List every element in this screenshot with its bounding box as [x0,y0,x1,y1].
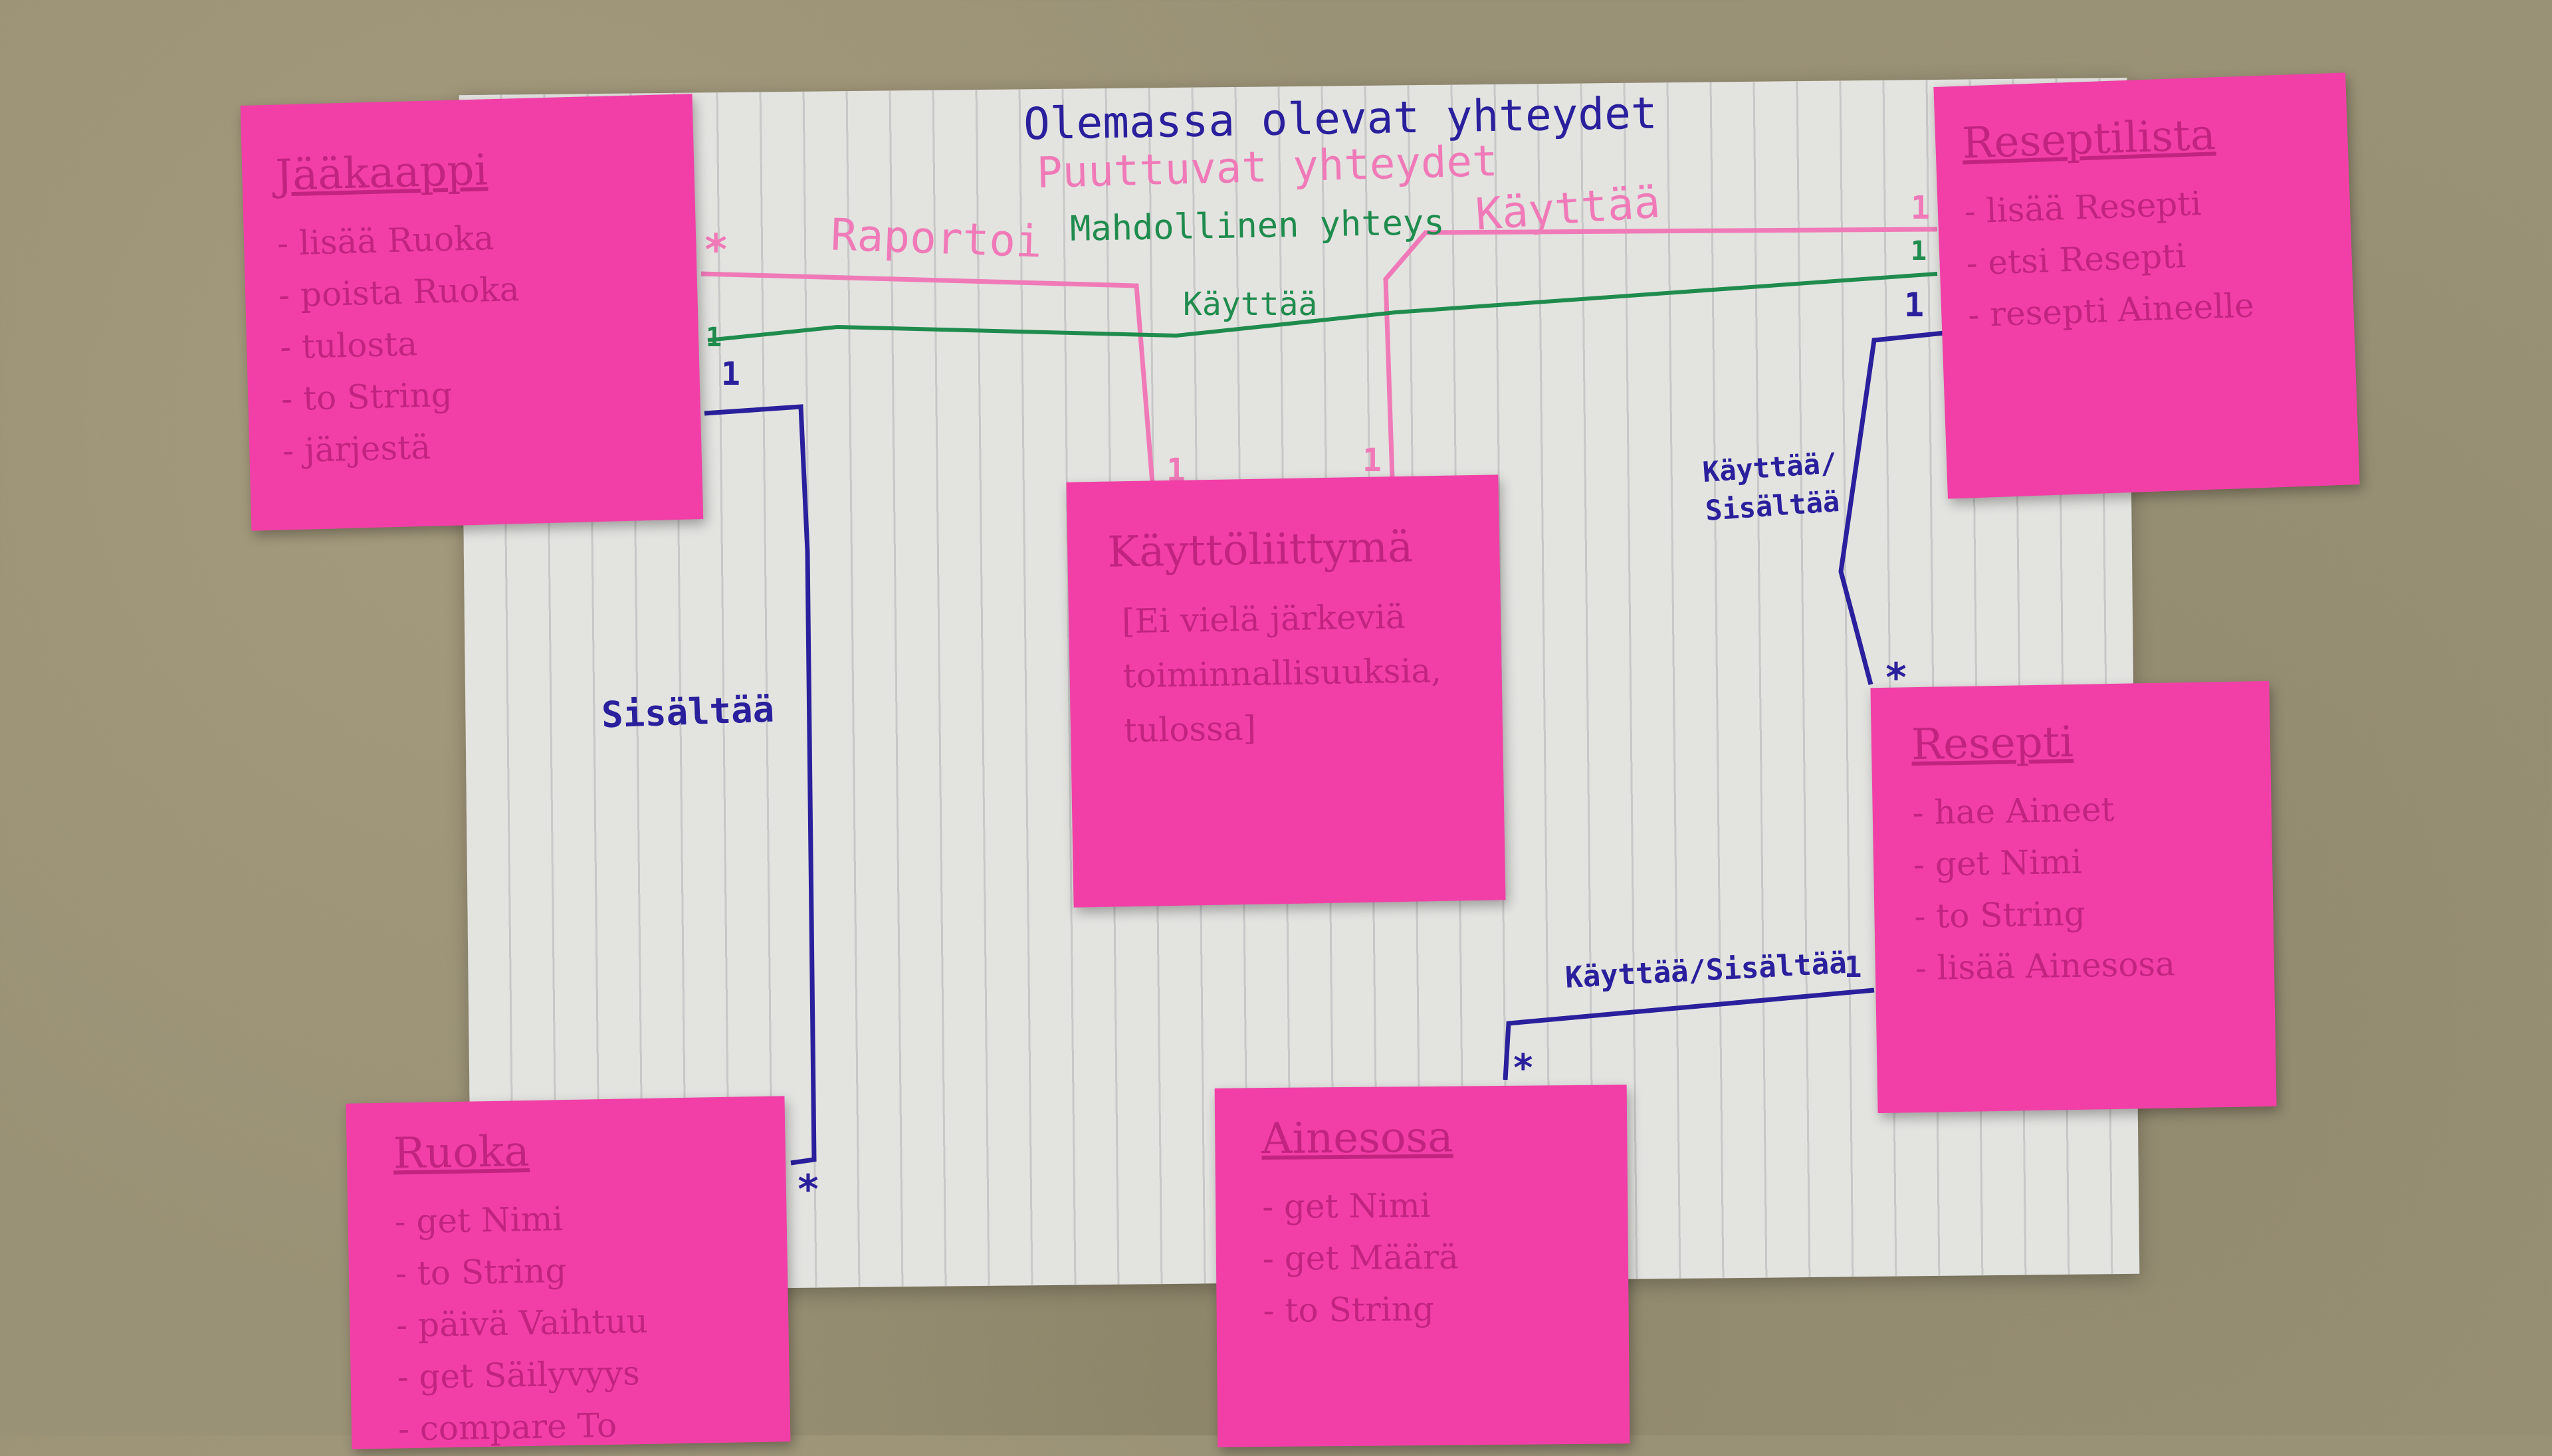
note-title: Käyttöliittymä [1107,522,1414,577]
note-text: [Ei vielä järkeviä toiminnallisuuksia, t… [1121,597,1442,750]
note-title: Ruoka [393,1126,530,1179]
method-item: to String [395,1241,741,1299]
label-raportoi: Raportoi [829,209,1043,268]
method-item: lisää Ruoka [276,207,663,269]
label-kayttaa-sisaltaa-1: Käyttää/ Sisältää [1701,447,1841,527]
method-item: get Määrä [1263,1230,1582,1285]
method-item: järjestä [282,415,669,476]
mult-green-jaakaappi: 1 [706,322,722,353]
mult-ks1-lista: 1 [1904,286,1925,324]
method-item: get Nimi [1913,833,2232,890]
mult-raportoi-jaakaappi: * [703,226,729,275]
method-item: get Nimi [394,1190,740,1247]
method-item: to String [280,363,667,425]
note-title: Ainesosa [1261,1112,1453,1164]
method-item: päivä Vaihtuu [396,1293,742,1351]
note-ruoka: Ruoka get Nimi to String päivä Vaihtuu g… [346,1096,791,1449]
mult-ks2-ainesosa: * [1512,1047,1535,1090]
method-item: tulosta [279,311,666,373]
note-ainesosa: Ainesosa get Nimi get Määrä to String [1214,1085,1630,1447]
line-sisaltaa [704,404,817,1166]
method-item: lisää Ainesosa [1915,937,2234,994]
line-kayttaa-pink [1383,227,1938,479]
mult-sisaltaa-jaakaappi: 1 [721,356,740,393]
note-jaakaappi: Jääkaappi lisää Ruoka poista Ruoka tulos… [240,94,704,531]
line-kayttaa-sisaltaa-2 [1503,988,1875,1081]
method-item: compare To [397,1397,744,1455]
label-sisaltaa: Sisältää [600,688,776,736]
method-list: lisää Ruoka poista Ruoka tulosta to Stri… [276,207,669,476]
legend-possible: Mahdollinen yhteys [1069,203,1445,249]
mult-ks2-resepti: 1 [1844,950,1862,984]
mult-sisaltaa-ruoka: * [796,1166,821,1213]
note-kayttoliittyma: Käyttöliittymä [Ei vielä järkeviä toimin… [1066,474,1506,908]
mult-kayttaa-pink-ui: 1 [1362,442,1382,479]
note-title: Jääkaappi [274,146,488,201]
method-item: hae Aineet [1912,781,2232,839]
method-item: poista Ruoka [278,259,665,321]
method-item: to String [1914,885,2234,942]
method-list: get Nimi to String päivä Vaihtuu get Säi… [394,1190,744,1455]
note-reseptilista: Reseptilista lisää Resepti etsi Resepti … [1933,72,2360,499]
mult-kayttaa-pink-lista: 1 [1911,189,1930,227]
method-item: get Säilyvyys [397,1345,743,1403]
mult-green-lista: 1 [1911,236,1927,266]
method-list: hae Aineet get Nimi to String lisää Aine… [1912,781,2234,994]
line-kayttaa-sisaltaa-1 [1838,330,1951,685]
note-resepti: Resepti hae Aineet get Nimi to String li… [1870,680,2277,1114]
line-kayttaa-green [707,272,1938,342]
method-item: to String [1263,1282,1582,1336]
note-title: Reseptilista [1961,110,2217,169]
label-kayttaa-green: Käyttää [1183,286,1318,323]
method-item: get Nimi [1262,1178,1582,1233]
method-list: get Nimi get Määrä to String [1262,1178,1582,1336]
line-raportoi [700,271,1156,492]
note-title: Resepti [1911,717,2074,770]
method-list: lisää Resepti etsi Resepti resepti Ainee… [1964,173,2328,342]
